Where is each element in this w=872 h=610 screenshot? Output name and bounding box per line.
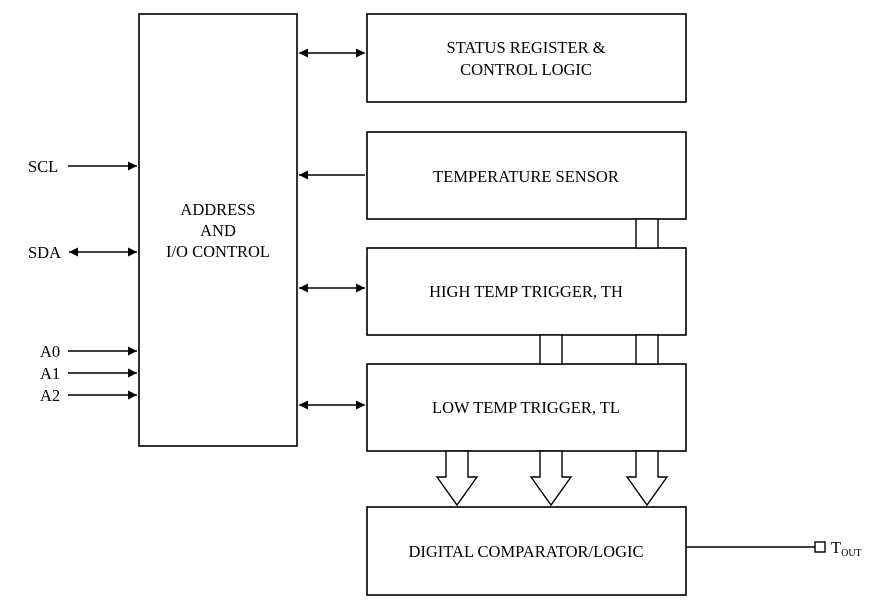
scl-pin-label: SCL: [28, 157, 58, 176]
temperature-sensor-label: TEMPERATURE SENSOR: [433, 167, 619, 186]
address-io-label-line-2: AND: [200, 221, 236, 240]
sda-pin-label: SDA: [28, 243, 61, 262]
high-to-low-trigger-bus-right: [635, 334, 659, 365]
tout-pin-label: TOUT: [831, 538, 862, 559]
status-register-label-line-1: STATUS REGISTER &: [446, 38, 605, 57]
digital-comparator-label: DIGITAL COMPARATOR/LOGIC: [408, 542, 643, 561]
tout-pin-terminal: [814, 541, 826, 553]
digital-comparator-block: DIGITAL COMPARATOR/LOGIC: [366, 506, 687, 596]
low-temp-trigger-block: LOW TEMP TRIGGER, TL: [366, 363, 687, 452]
tout-label-subscript: OUT: [841, 548, 862, 559]
a0-pin-label: A0: [40, 342, 60, 361]
sensor-to-high-trigger-bus: [635, 218, 659, 249]
high-temp-trigger-label: HIGH TEMP TRIGGER, TH: [429, 282, 623, 301]
status-register-block: STATUS REGISTER & CONTROL LOGIC: [366, 13, 687, 103]
a1-pin-label: A1: [40, 364, 60, 383]
address-io-label-line-1: ADDRESS: [180, 200, 255, 219]
low-temp-trigger-label: LOW TEMP TRIGGER, TL: [432, 398, 620, 417]
address-io-label-line-3: I/O CONTROL: [166, 242, 270, 261]
high-to-low-trigger-bus-left: [539, 334, 563, 365]
tout-label-main: T: [831, 538, 841, 557]
status-register-label-line-2: CONTROL LOGIC: [460, 60, 592, 79]
comparator-input-arrow-1: [435, 450, 479, 507]
address-io-control-block: ADDRESS AND I/O CONTROL: [138, 13, 298, 447]
comparator-input-arrow-3: [625, 450, 669, 507]
high-temp-trigger-block: HIGH TEMP TRIGGER, TH: [366, 247, 687, 336]
a2-pin-label: A2: [40, 386, 60, 405]
temperature-sensor-block: TEMPERATURE SENSOR: [366, 131, 687, 220]
comparator-input-arrow-2: [529, 450, 573, 507]
